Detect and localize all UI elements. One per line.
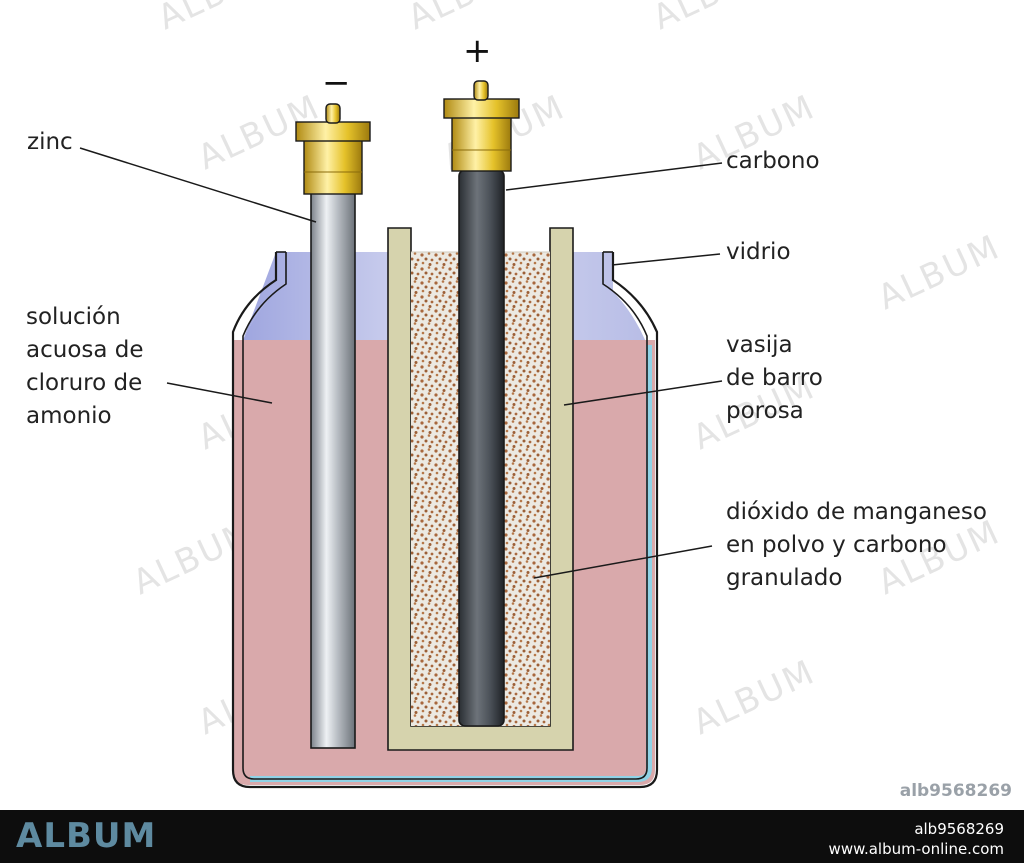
leader-carbono — [505, 162, 723, 191]
negative-terminal-sign: − — [322, 63, 351, 103]
footer-bar: ALBUM alb9568269 www.album-online.com — [0, 810, 1024, 863]
label-solucion-line: solución — [26, 304, 121, 330]
label-dioxido: dióxido de manganeso en polvo y carbono … — [726, 499, 994, 591]
watermark: ALBUM — [687, 652, 821, 743]
footer-image-id: alb9568269 — [914, 820, 1004, 838]
leader-lines — [79, 147, 723, 579]
carbon-terminal-cap — [451, 116, 512, 172]
label-vidrio: vidrio — [726, 239, 791, 265]
album-logo: ALBUM — [16, 816, 157, 856]
label-vasija-line: vasija — [726, 332, 793, 358]
leader-dioxido — [533, 545, 713, 579]
label-dioxido-line: granulado — [726, 565, 842, 591]
leader-vasija — [563, 380, 723, 406]
zinc-terminal-cap — [303, 139, 363, 195]
carbon-electrode — [443, 80, 520, 727]
label-zinc: zinc — [27, 129, 73, 155]
label-solucion-line: amonio — [26, 403, 112, 429]
positive-terminal-sign: + — [463, 31, 492, 71]
label-dioxido-line: dióxido de manganeso — [726, 499, 987, 525]
label-carbono: carbono — [726, 148, 820, 174]
label-solucion-line: acuosa de — [26, 337, 144, 363]
footer-website-link[interactable]: www.album-online.com — [828, 840, 1004, 858]
watermark: ALBUM — [152, 0, 286, 38]
jar-inner-outline — [242, 252, 648, 780]
stock-image-id: alb9568269 — [899, 781, 1012, 801]
zinc-electrode — [295, 103, 371, 749]
air-gap — [243, 252, 645, 340]
watermark: ALBUM — [647, 0, 781, 38]
leader-zinc — [79, 147, 317, 223]
watermark: ALBUM — [872, 227, 1006, 318]
label-vasija-line: de barro — [726, 365, 823, 391]
label-solucion: solución acuosa de cloruro de amonio — [26, 304, 151, 429]
label-vasija-line: porosa — [726, 398, 804, 424]
leader-solucion — [166, 382, 273, 404]
label-vasija: vasija de barro porosa — [726, 332, 830, 424]
battery-cell-diagram: ALBUM ALBUM ALBUM ALBUM ALBUM ALBUM ALBU… — [26, 0, 1006, 789]
jar-outline — [231, 252, 659, 789]
label-solucion-line: cloruro de — [26, 370, 142, 396]
leader-vidrio — [611, 253, 721, 266]
label-dioxido-line: en polvo y carbono — [726, 532, 947, 558]
